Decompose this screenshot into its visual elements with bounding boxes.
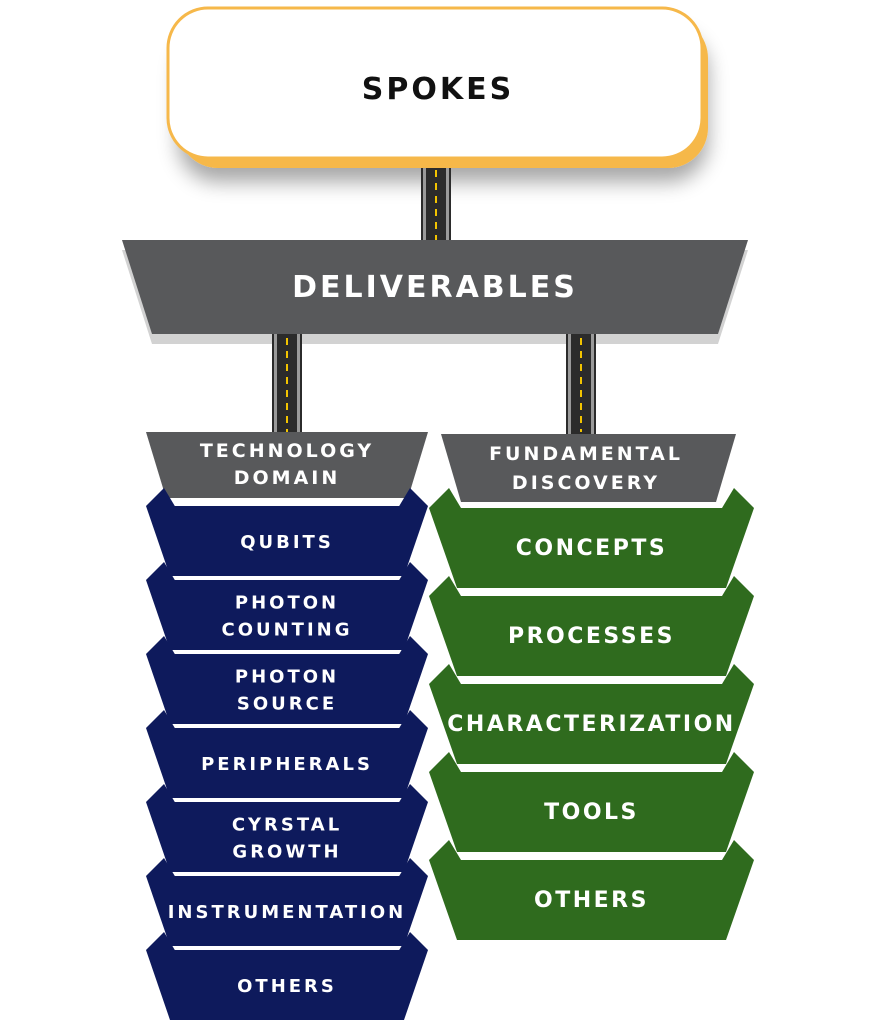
technology-item-ear-right: [399, 562, 428, 580]
technology-item-ear-right: [399, 710, 428, 728]
technology-header-line-2: DOMAIN: [234, 467, 341, 489]
technology-item-ear-left: [146, 562, 175, 580]
fundamental-item-ear-left: [429, 664, 461, 684]
fundamental-item-3: TOOLS: [429, 752, 754, 852]
fundamental-item-shape: [429, 860, 754, 940]
technology-item-label: PHOTON: [235, 667, 339, 688]
technology-item-ear-left: [146, 932, 175, 950]
fundamental-item-ear-right: [722, 664, 754, 684]
technology-item-ear-left: [146, 710, 175, 728]
technology-item-ear-right: [399, 488, 428, 506]
fundamental-item-2: CHARACTERIZATION: [429, 664, 754, 764]
technology-item-shape: [146, 654, 428, 724]
technology-items: QUBITS PHOTON COUNTING PHOTON SOURCE PERIPHER…: [146, 488, 428, 1020]
technology-item-label: INSTRUMENTATION: [168, 902, 407, 923]
technology-item-shape: [146, 580, 428, 650]
spokes-box: SPOKES: [166, 6, 708, 168]
fundamental-item-label: PROCESSES: [508, 624, 675, 649]
fundamental-item-shape: [429, 596, 754, 676]
technology-item-ear-right: [399, 784, 428, 802]
deliverables-banner: DELIVERABLES: [122, 240, 748, 344]
technology-item-ear-left: [146, 488, 175, 506]
technology-item-5: INSTRUMENTATION: [146, 858, 428, 946]
fundamental-item-0: CONCEPTS: [429, 488, 754, 588]
technology-item-ear-right: [399, 636, 428, 654]
technology-item-ear-left: [146, 784, 175, 802]
road-top: [421, 168, 451, 244]
technology-item-label: COUNTING: [221, 620, 352, 641]
technology-item-ear-right: [399, 932, 428, 950]
technology-item-ear-left: [146, 636, 175, 654]
technology-item-shape: [146, 876, 428, 946]
technology-item-shape: [146, 506, 428, 576]
fundamental-item-ear-left: [429, 576, 461, 596]
fundamental-item-ear-left: [429, 840, 461, 860]
fundamental-item-ear-right: [722, 576, 754, 596]
technology-item-label: GROWTH: [232, 842, 341, 863]
technology-item-1: PHOTON COUNTING: [146, 562, 428, 650]
technology-item-6: OTHERS: [146, 932, 428, 1020]
technology-item-label: QUBITS: [240, 532, 334, 553]
fundamental-item-label: CHARACTERIZATION: [447, 712, 735, 737]
fundamental-item-ear-left: [429, 488, 461, 508]
technology-item-2: PHOTON SOURCE: [146, 636, 428, 724]
technology-item-label: PERIPHERALS: [201, 754, 373, 775]
technology-item-4: CYRSTAL GROWTH: [146, 784, 428, 872]
technology-item-ear-right: [399, 858, 428, 876]
fundamental-item-ear-right: [722, 752, 754, 772]
technology-item-label: PHOTON: [235, 593, 339, 614]
fundamental-items: CONCEPTS PROCESSES CHARACTERIZATION TOOLS OT…: [429, 488, 754, 940]
fundamental-item-1: PROCESSES: [429, 576, 754, 676]
technology-item-ear-left: [146, 858, 175, 876]
fundamental-item-ear-right: [722, 488, 754, 508]
deliverables-title: DELIVERABLES: [292, 270, 578, 305]
fundamental-header-line-2: DISCOVERY: [512, 472, 660, 494]
technology-item-label: OTHERS: [237, 976, 337, 997]
fundamental-item-shape: [429, 508, 754, 588]
fundamental-item-ear-right: [722, 840, 754, 860]
fundamental-item-4: OTHERS: [429, 840, 754, 940]
fundamental-item-label: OTHERS: [534, 888, 649, 913]
fundamental-item-shape: [429, 684, 754, 764]
fundamental-header-line-1: FUNDAMENTAL: [489, 443, 683, 465]
technology-item-3: PERIPHERALS: [146, 710, 428, 798]
fundamental-item-shape: [429, 772, 754, 852]
technology-item-label: SOURCE: [237, 694, 337, 715]
spokes-title: SPOKES: [362, 72, 514, 107]
technology-header-line-1: TECHNOLOGY: [200, 440, 374, 462]
technology-item-shape: [146, 950, 428, 1020]
fundamental-item-label: TOOLS: [544, 800, 639, 825]
road-right: [566, 334, 596, 434]
fundamental-discovery-header: FUNDAMENTAL DISCOVERY: [441, 434, 736, 502]
technology-item-label: CYRSTAL: [232, 815, 342, 836]
technology-domain-header: TECHNOLOGY DOMAIN: [146, 432, 428, 498]
technology-item-shape: [146, 728, 428, 798]
fundamental-item-label: CONCEPTS: [516, 536, 667, 561]
technology-item-shape: [146, 802, 428, 872]
technology-item-0: QUBITS: [146, 488, 428, 576]
road-left: [272, 334, 302, 434]
fundamental-item-ear-left: [429, 752, 461, 772]
